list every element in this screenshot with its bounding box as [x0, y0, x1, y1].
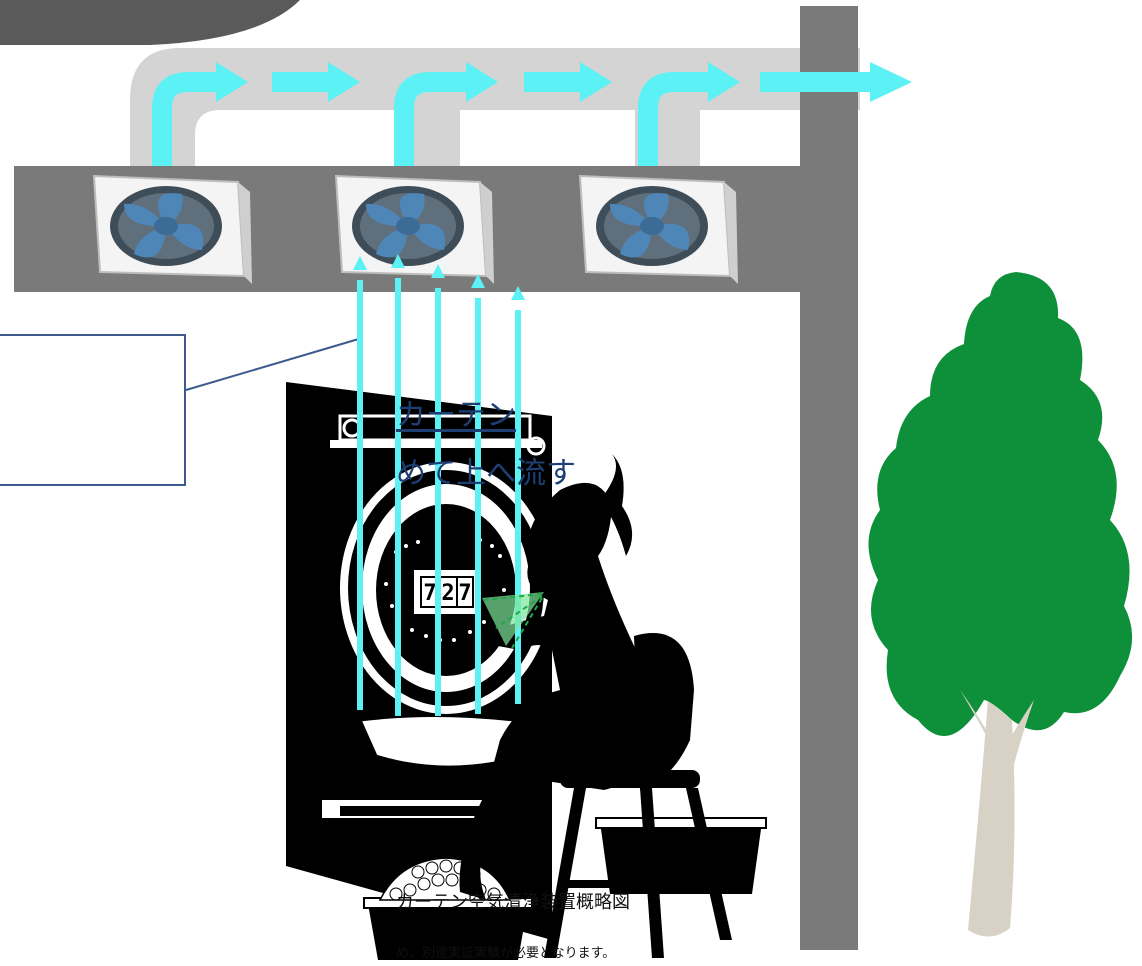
air-curtain-callout-box	[0, 334, 186, 486]
callout-leader-line	[185, 337, 363, 391]
player-silhouette	[459, 454, 732, 958]
callout-title: カーテン	[396, 398, 516, 433]
exhaust-fan-2	[334, 174, 494, 284]
airflow-arrow-5	[638, 72, 710, 166]
exhaled-breath-cone	[482, 592, 544, 649]
ball-tray-front	[363, 857, 533, 960]
air-curtain-arrows	[357, 278, 521, 716]
slot-digit-1: 7	[423, 581, 436, 606]
airflow-arrow-3	[394, 72, 468, 166]
tree-trunk	[968, 700, 1015, 937]
exhaust-fan-3	[578, 174, 738, 284]
slot-digit-2: 2	[441, 581, 454, 606]
air-curtain-arrowheads	[353, 254, 525, 300]
figure-caption: カーテン空気清浄装置概略図	[396, 892, 630, 913]
slot-digit-3: 7	[458, 581, 471, 606]
duct-arrowheads	[216, 62, 912, 102]
airflow-arrow-1	[152, 72, 218, 166]
tree-leaves	[868, 272, 1133, 736]
tree	[868, 272, 1133, 937]
exhaust-duct	[130, 48, 860, 170]
callout-subtitle: めて上へ流す	[396, 456, 576, 491]
exterior-wall	[800, 6, 858, 950]
exhaust-fan-1	[92, 174, 252, 284]
duct-airflow-arrows	[152, 72, 872, 166]
figure-footnote: め、別途実証実験が必要となります。	[396, 946, 616, 961]
ball-tray-back	[595, 817, 767, 894]
corner-banner-shape	[0, 0, 300, 45]
slot-display: 7 2 7	[423, 581, 471, 606]
